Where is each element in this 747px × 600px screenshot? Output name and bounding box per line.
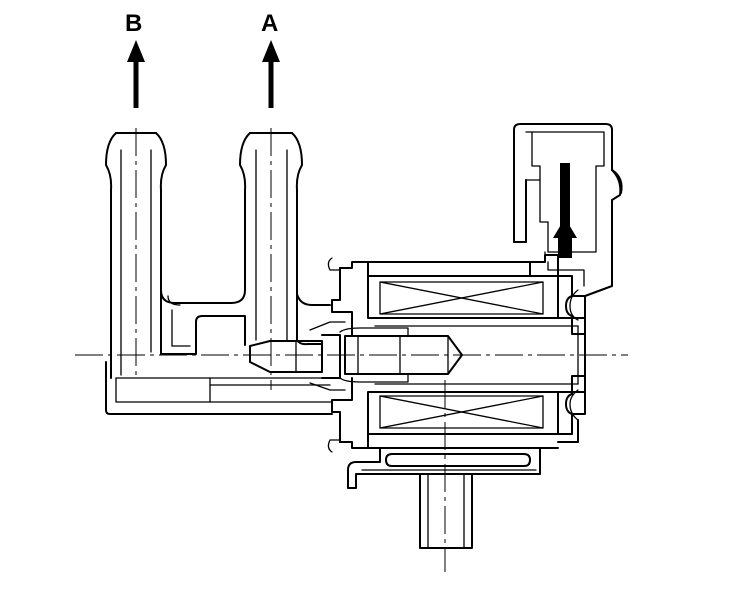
arrow-a	[262, 40, 280, 108]
port-b-nipple	[105, 132, 167, 379]
bottom-pipe	[419, 473, 473, 549]
electrical-connector	[513, 123, 623, 297]
arrow-b	[127, 40, 145, 108]
port-a-label: A	[261, 10, 279, 37]
centerlines	[75, 128, 628, 572]
coil-upper	[367, 275, 559, 319]
port-bridge	[160, 289, 246, 355]
port-b-label: B	[125, 10, 143, 37]
coil-lower	[367, 391, 559, 435]
housing-body	[105, 293, 333, 415]
valve-seat	[249, 321, 346, 391]
mounting-bracket	[347, 447, 541, 489]
port-a-nipple	[239, 132, 303, 341]
terminal-pin	[553, 163, 577, 258]
